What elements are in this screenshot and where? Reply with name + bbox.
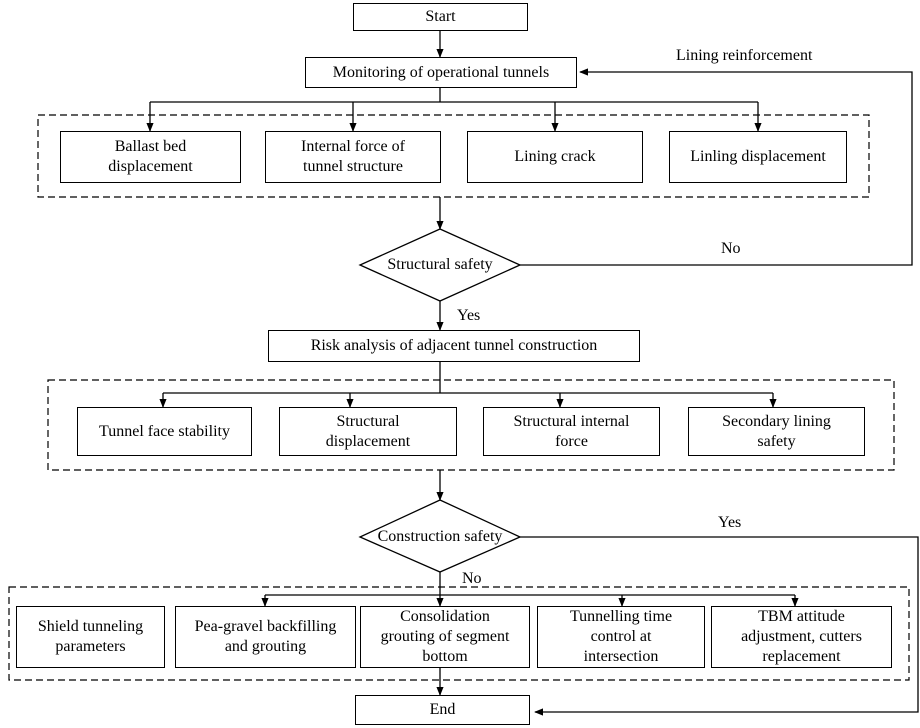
structural-displacement-node: Structural displacement <box>279 407 457 456</box>
yes-label-construction: Yes <box>718 514 742 531</box>
edge-no-reinforcement <box>520 68 913 266</box>
tbm-attitude-node: TBM attitude adjustment, cutters replace… <box>711 606 892 668</box>
structural-safety-diamond <box>358 228 522 302</box>
linling-displacement-node: Linling displacement <box>669 131 847 183</box>
start-node: Start <box>353 3 528 31</box>
yes-label-structural: Yes <box>457 307 481 324</box>
construction-safety-diamond <box>358 499 522 573</box>
edge-yes-end <box>520 536 919 716</box>
tunnel-face-stability-node: Tunnel face stability <box>77 407 252 456</box>
monitoring-items-group <box>37 114 870 198</box>
internal-force-node: Internal force of tunnel structure <box>265 131 441 183</box>
consolidation-grouting-node: Consolidation grouting of segment bottom <box>360 606 530 668</box>
shield-tunneling-node: Shield tunneling parameters <box>16 606 165 668</box>
risk-analysis-node: Risk analysis of adjacent tunnel constru… <box>268 330 640 362</box>
measures-group <box>8 586 910 681</box>
end-node: End <box>355 695 530 725</box>
construction-safety-label: Construction safety <box>377 528 503 545</box>
lining-reinforcement-label: Lining reinforcement <box>676 47 813 64</box>
monitoring-node: Monitoring of operational tunnels <box>305 57 577 88</box>
ballast-bed-displacement-node: Ballast bed displacement <box>60 131 241 183</box>
lining-crack-node: Lining crack <box>467 131 643 183</box>
structural-safety-label: Structural safety <box>387 256 493 273</box>
risk-items-group <box>47 379 895 471</box>
secondary-lining-safety-node: Secondary lining safety <box>688 407 865 456</box>
no-label-structural: No <box>721 240 741 257</box>
structural-internal-force-node: Structural internal force <box>483 407 660 456</box>
no-label-construction: No <box>462 570 482 587</box>
pea-gravel-node: Pea-gravel backfilling and grouting <box>175 606 356 668</box>
tunnelling-time-control-node: Tunnelling time control at intersection <box>537 606 705 668</box>
